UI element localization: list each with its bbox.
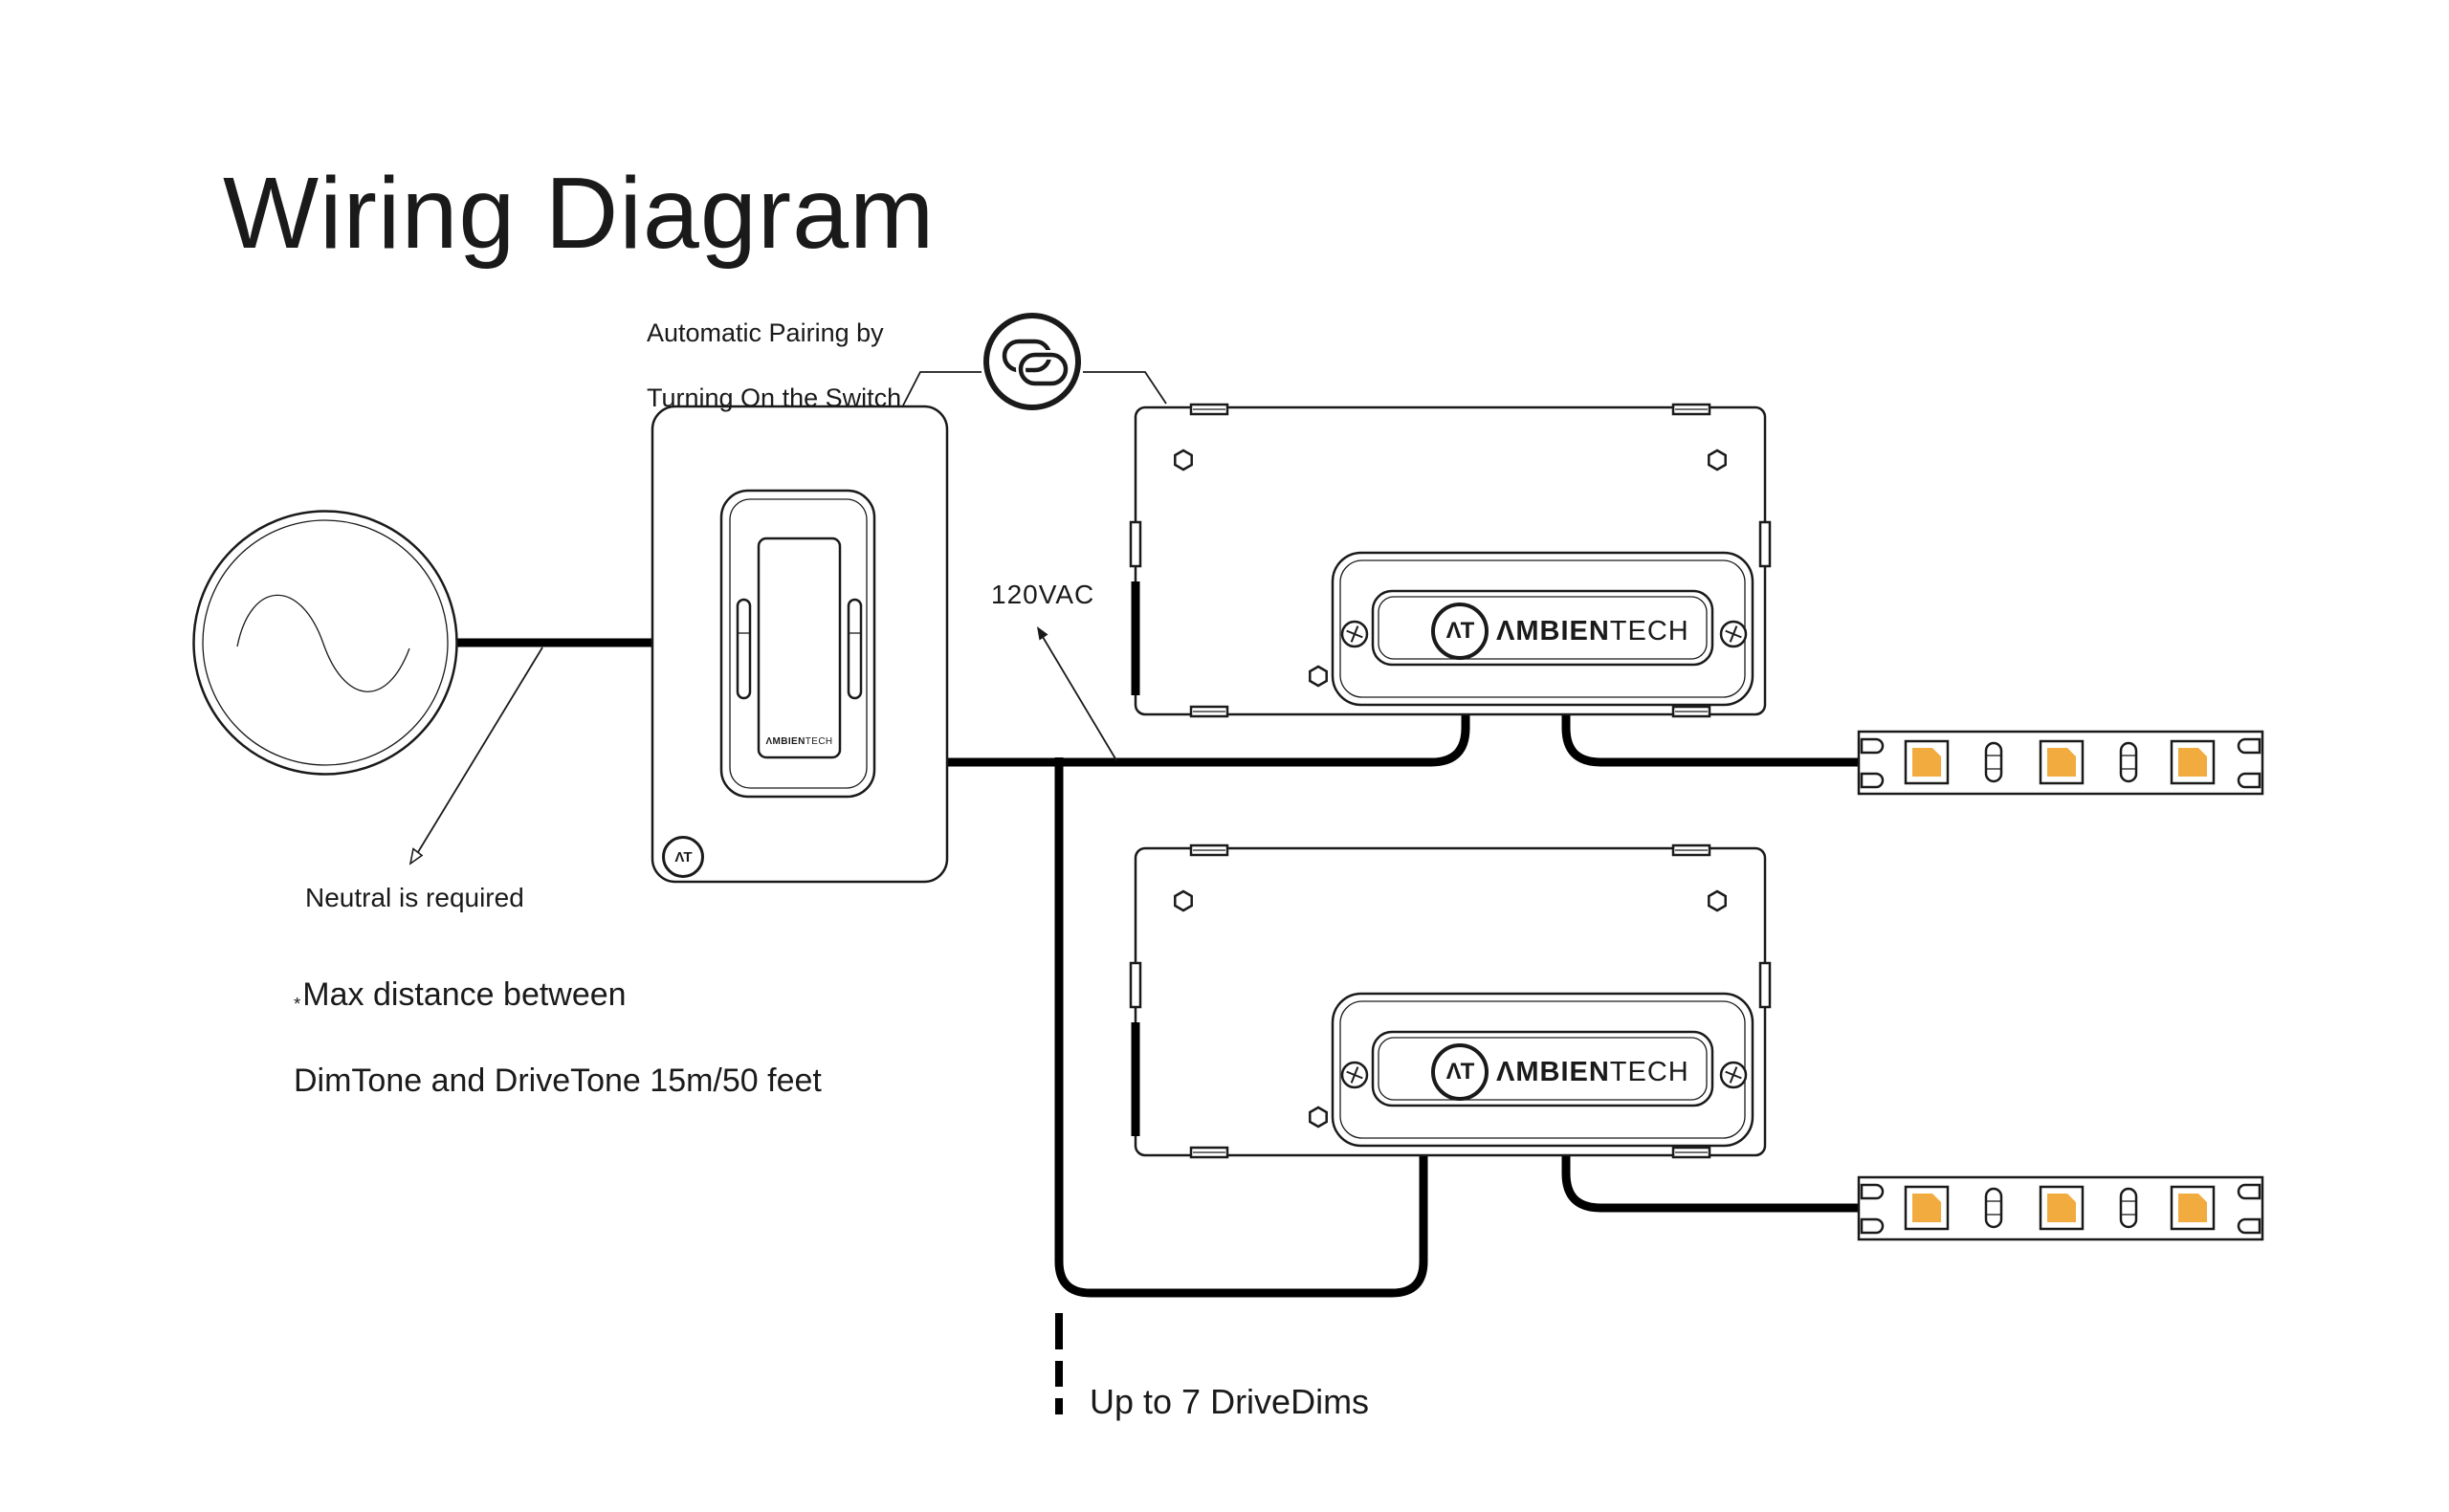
- led-driver-2: [1129, 844, 1772, 1159]
- driver2-logo-icon: ΛT: [1431, 1043, 1489, 1101]
- logo-monogram: ΛT: [1445, 1059, 1475, 1085]
- neutral-arrow: [408, 646, 543, 866]
- dimmer-logo-icon: ΛT: [662, 836, 704, 878]
- wire-branch-to-driver2: [1054, 757, 1428, 1298]
- brand-bold: ΛMBIEN: [1496, 1056, 1610, 1087]
- led-strip-2: [1857, 1175, 2264, 1241]
- wire-driver1-to-strip1: [1561, 715, 1862, 767]
- pairing-note: Automatic Pairing by Turning On the Swit…: [647, 317, 901, 414]
- logo-monogram: ΛT: [674, 848, 692, 866]
- pairing-link-icon: [983, 313, 1081, 410]
- dimmer-brand-wordmark: ΛMBIENTECH: [759, 736, 840, 747]
- wiring: [452, 638, 1862, 1414]
- driver1-logo-icon: ΛT: [1431, 603, 1489, 660]
- brand-bold: ΛMBIEN: [1496, 615, 1610, 646]
- neutral-note: Neutral is required: [305, 883, 524, 912]
- wire-dimmer-to-driver1: [945, 715, 1470, 767]
- pairing-note-line2: Turning On the Switch: [647, 383, 902, 412]
- brand-light: TECH: [805, 736, 833, 747]
- ac-source-symbol: [192, 510, 458, 776]
- dimmer-slider-left[interactable]: [736, 598, 752, 700]
- brand-bold: ΛMBIEN: [765, 736, 805, 747]
- asterisk: *: [294, 993, 301, 1014]
- dimmer-switch: [651, 405, 949, 884]
- page-title: Wiring Diagram: [223, 157, 936, 270]
- pairing-connector-right: [1083, 371, 1167, 405]
- sine-wave-icon: [236, 594, 410, 692]
- voltage-arrow: [1037, 626, 1117, 761]
- pairing-connector-left: [902, 371, 982, 406]
- dimmer-slider-right[interactable]: [847, 598, 863, 700]
- brand-light: TECH: [1609, 615, 1689, 646]
- voltage-label: 120VAC: [991, 580, 1095, 609]
- pairing-note-line1: Automatic Pairing by: [647, 318, 884, 347]
- daisy-chain-label: Up to 7 DriveDims: [1090, 1382, 1370, 1421]
- led-driver-1: [1129, 403, 1772, 718]
- logo-monogram: ΛT: [1445, 618, 1475, 644]
- dimmer-paddle[interactable]: [757, 537, 842, 759]
- distance-note-line2: DimTone and DriveTone 15m/50 feet: [294, 1063, 822, 1099]
- led-strip-1: [1857, 730, 2264, 796]
- distance-note-line1: Max distance between: [302, 976, 627, 1013]
- brand-light: TECH: [1609, 1056, 1689, 1087]
- max-distance-note: *Max distance between DimTone and DriveT…: [294, 975, 822, 1102]
- wire-driver2-to-strip2: [1561, 1156, 1862, 1213]
